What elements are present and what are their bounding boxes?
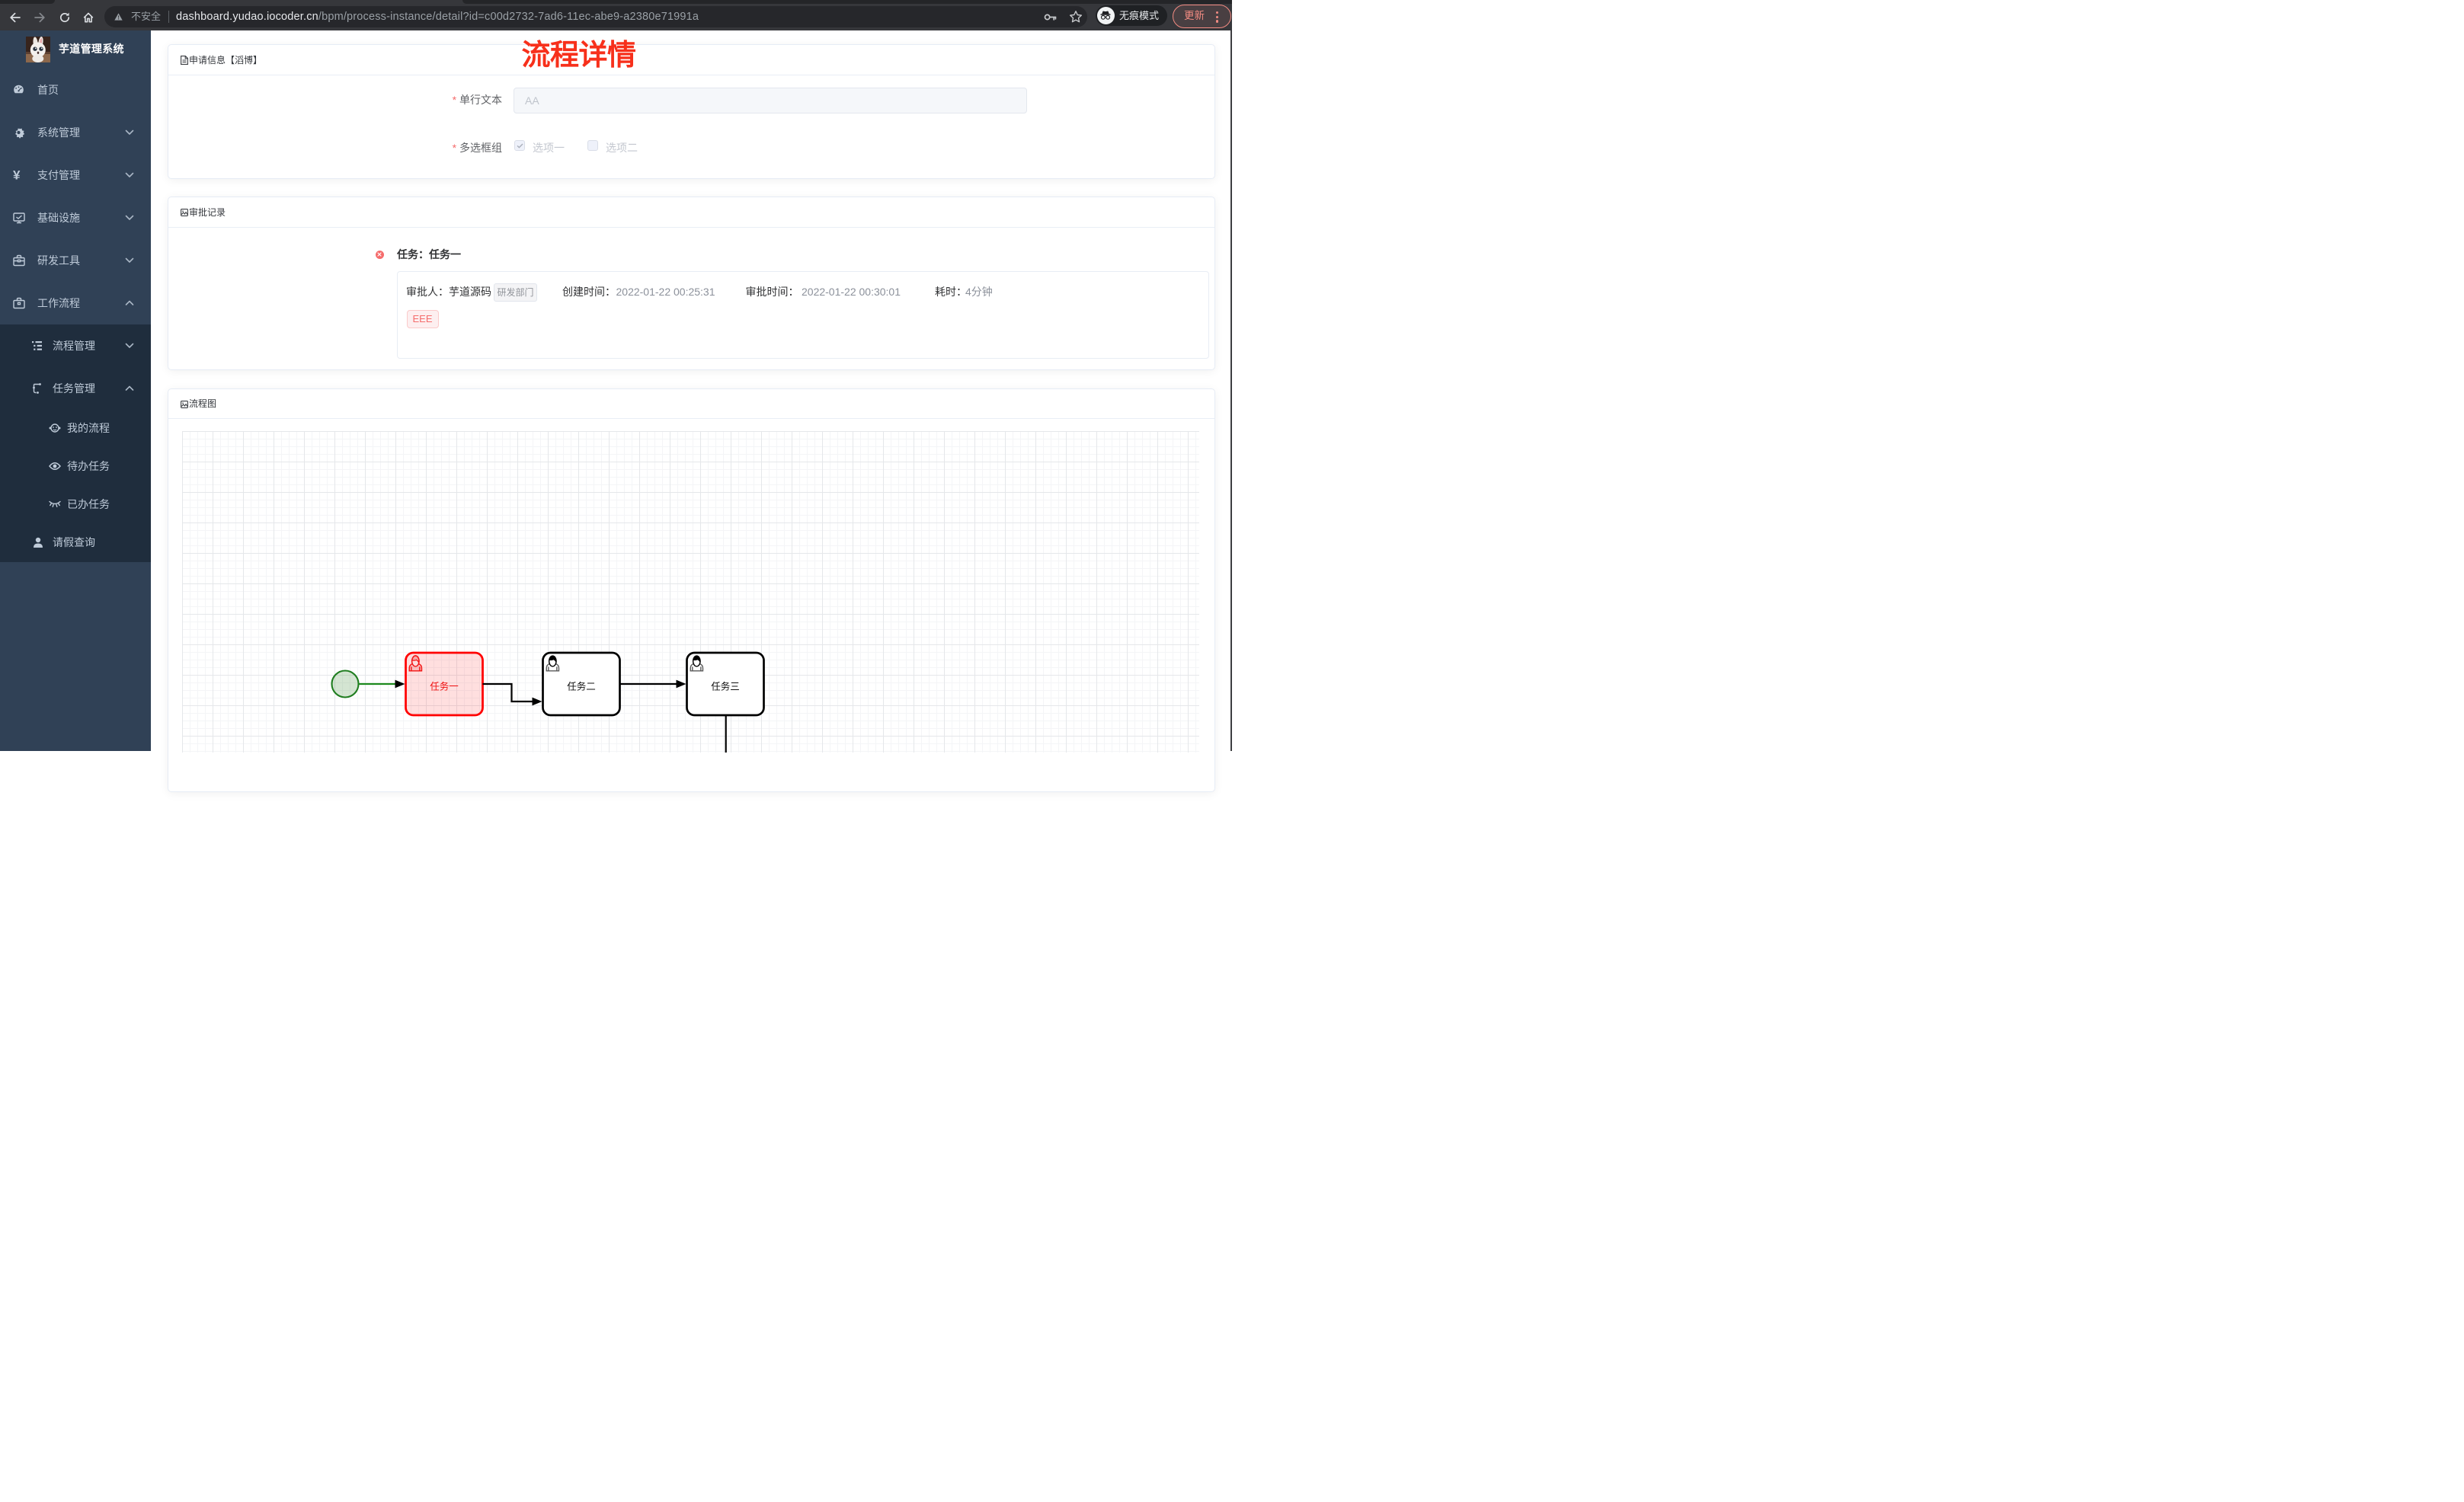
- svg-text:任务一: 任务一: [430, 680, 459, 692]
- svg-text:任务二: 任务二: [567, 680, 596, 692]
- svg-text:任务三: 任务三: [711, 680, 740, 692]
